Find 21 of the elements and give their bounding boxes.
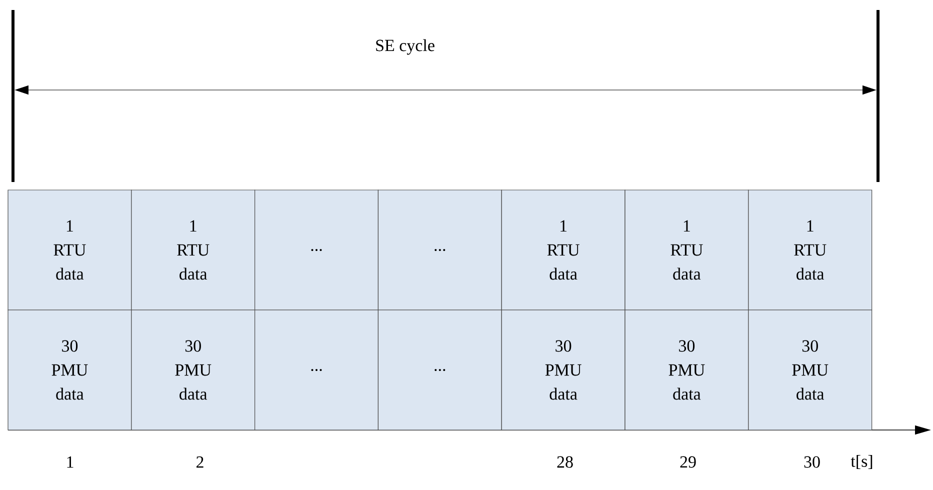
axis-label: t[s] [850, 454, 872, 470]
table-cell: 30 PMU data [624, 310, 749, 430]
tick-label: 30 [804, 456, 820, 468]
tick-label: 29 [680, 456, 696, 468]
table-cell: 1 RTU data [131, 190, 256, 310]
table-cell: 30 PMU data [501, 310, 626, 430]
tick-label: 2 [196, 456, 204, 468]
tick-label: 28 [557, 456, 573, 468]
tick-label: 1 [67, 456, 74, 468]
table-cell: 1 RTU data [624, 190, 749, 310]
table-cell: ... [378, 190, 502, 310]
table-cell: 1 RTU data [8, 190, 132, 310]
title-label: SE cycle [376, 39, 434, 55]
table-cell: ... [254, 190, 378, 310]
table-cell: 30 PMU data [131, 310, 256, 430]
table-cell: ... [378, 310, 502, 430]
table-cell: 30 PMU data [748, 310, 872, 430]
table-cell: 1 RTU data [501, 190, 626, 310]
table-cell: ... [254, 310, 378, 430]
table-cell: 30 PMU data [8, 310, 132, 430]
table-cell: 1 RTU data [748, 190, 872, 310]
